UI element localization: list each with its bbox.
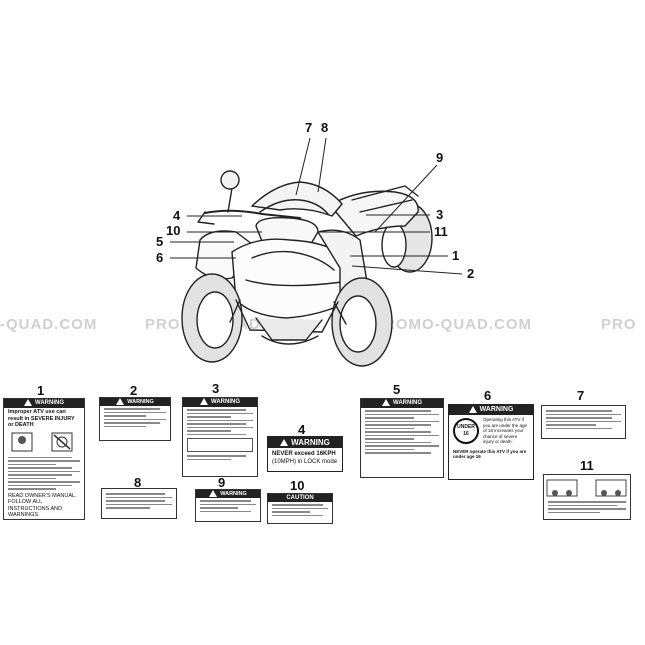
warning-decal-2: WARNING [99, 397, 171, 441]
warning-triangle-icon [116, 398, 125, 406]
callout-number: 5 [156, 234, 164, 249]
decal-header: WARNING [211, 399, 240, 406]
warning-decal-4: WARNING NEVER exceed 16KPH (10MPH) in LO… [267, 436, 343, 472]
caution-decal-10: CAUTION [267, 493, 333, 524]
decal-header: WARNING [291, 438, 330, 447]
decal-number: 8 [134, 475, 142, 490]
decal-header: WARNING [393, 400, 422, 407]
warning-triangle-icon [209, 490, 218, 498]
under-16-badge-icon: UNDER 16 [453, 417, 479, 444]
decal-number: 7 [577, 388, 585, 403]
callout-number: 8 [321, 120, 329, 135]
callout-number: 2 [467, 266, 475, 281]
warning-decal-3: WARNING [182, 397, 258, 477]
warning-triangle-icon [468, 405, 477, 413]
decal-header: CAUTION [286, 495, 314, 501]
badge-text: UNDER 16 [457, 423, 475, 437]
callout-number: 6 [156, 250, 164, 265]
warning-triangle-icon [382, 399, 390, 406]
decal-lead-text: Improper ATV use can result in SEVERE IN… [8, 409, 75, 428]
decal-number: 9 [218, 475, 226, 490]
watermark-text: PROMO-QUAD.COM [373, 316, 532, 333]
decal-text-line: NEVER exceed 16KPH [272, 451, 336, 457]
decal-header: WARNING [35, 400, 64, 407]
decal-header: WARNING [479, 406, 514, 413]
warning-decal-8 [101, 488, 177, 519]
warning-decal-5: WARNING [360, 398, 444, 478]
decal-text: Operating this ATV if you are under the … [483, 417, 528, 444]
callout-number: 11 [434, 224, 448, 239]
decal-number: 1 [37, 383, 45, 398]
rider-pictogram-icon [11, 432, 73, 451]
warning-decal-1: WARNING Improper ATV use can result in S… [3, 398, 85, 520]
warning-decal-6: WARNING UNDER 16 Operating this ATV if y… [448, 404, 534, 480]
decal-number: 3 [212, 381, 220, 396]
decal-number: 11 [580, 458, 594, 473]
decal-footer-text: READ OWNER'S MANUAL. FOLLOW ALL INSTRUCT… [8, 492, 77, 519]
decal-number: 10 [290, 478, 305, 493]
diagram-decal-11 [543, 474, 631, 520]
decal-text-line: (10MPH) in LOCK mode [272, 459, 338, 465]
warning-decal-9: WARNING [195, 489, 261, 522]
warning-decal-7 [541, 405, 626, 439]
decal-header: WARNING [220, 491, 247, 497]
callout-number: 1 [452, 248, 460, 263]
atv-mini-diagram-icon [546, 479, 627, 497]
decal-number: 6 [484, 388, 492, 403]
decal-number: 5 [393, 382, 401, 397]
decal-number: 4 [298, 422, 306, 437]
decal-header: WARNING [127, 399, 154, 405]
callout-number: 9 [436, 150, 444, 165]
callout-number: 7 [305, 120, 313, 135]
callout-number: 3 [436, 207, 444, 222]
decal-number: 2 [130, 383, 138, 398]
watermark-text: PRO [601, 316, 637, 333]
decal-text: NEVER operate this ATV if you are under … [453, 448, 527, 460]
callout-number: 4 [173, 208, 181, 223]
watermark-text: -QUAD.COM [0, 316, 98, 333]
warning-triangle-icon [200, 398, 208, 405]
warning-triangle-icon [24, 399, 32, 406]
warning-triangle-icon [280, 439, 289, 447]
callout-number: 10 [166, 223, 181, 238]
